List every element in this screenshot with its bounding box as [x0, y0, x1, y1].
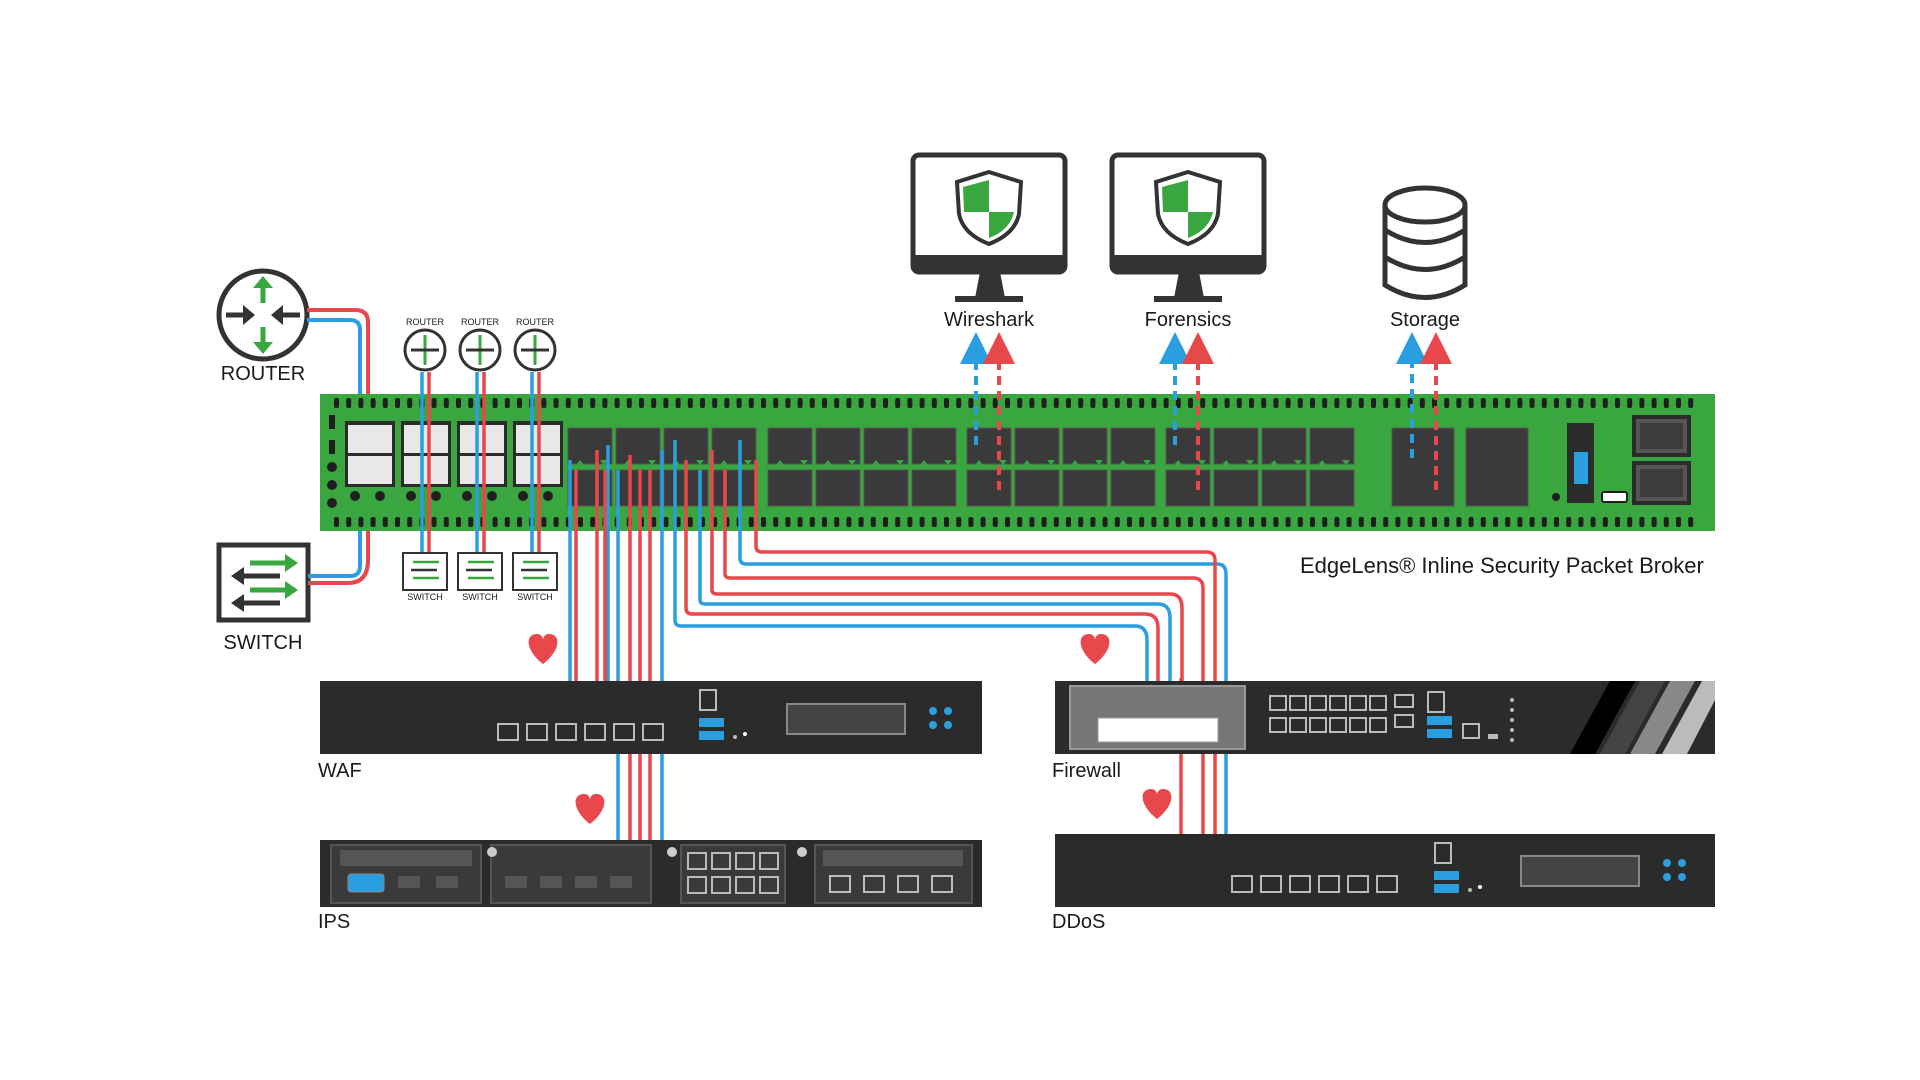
mini-switch-label: SWITCH [407, 592, 443, 602]
firewall-label: Firewall [1052, 760, 1121, 782]
wireshark-monitor-icon [910, 152, 1068, 302]
ips-heart-icon [575, 794, 605, 824]
broker-title: EdgeLens® Inline Security Packet Broker [1300, 553, 1704, 578]
storage-icon [1382, 185, 1468, 300]
mini-switch-label: SWITCH [462, 592, 498, 602]
tool-connections [960, 332, 1452, 490]
forensics-label: Forensics [1144, 309, 1232, 331]
packet-broker-chassis [320, 394, 1715, 531]
ddos-appliance [1055, 834, 1715, 907]
firewall-heart-icon [1080, 634, 1110, 664]
mini-router-label: ROUTER [406, 317, 444, 327]
ips-appliance [320, 840, 982, 907]
switch-label: SWITCH [223, 632, 303, 654]
ddos-heart-icon [1142, 789, 1172, 819]
forensics-monitor-icon [1109, 152, 1267, 302]
ips-label: IPS [318, 911, 351, 933]
router-icon [216, 268, 310, 362]
waf-label: WAF [318, 760, 362, 782]
firewall-appliance [1055, 681, 1715, 754]
switch-icon [216, 542, 311, 623]
waf-heart-icon [528, 634, 558, 664]
ddos-label: DDoS [1052, 911, 1106, 933]
mini-devices [402, 328, 558, 591]
wireshark-label: Wireshark [943, 309, 1035, 331]
mini-switch-label: SWITCH [517, 592, 553, 602]
mini-router-label: ROUTER [516, 317, 554, 327]
mini-router-label: ROUTER [461, 317, 499, 327]
router-label: ROUTER [220, 363, 306, 385]
storage-label: Storage [1389, 309, 1461, 331]
waf-appliance [320, 681, 982, 754]
